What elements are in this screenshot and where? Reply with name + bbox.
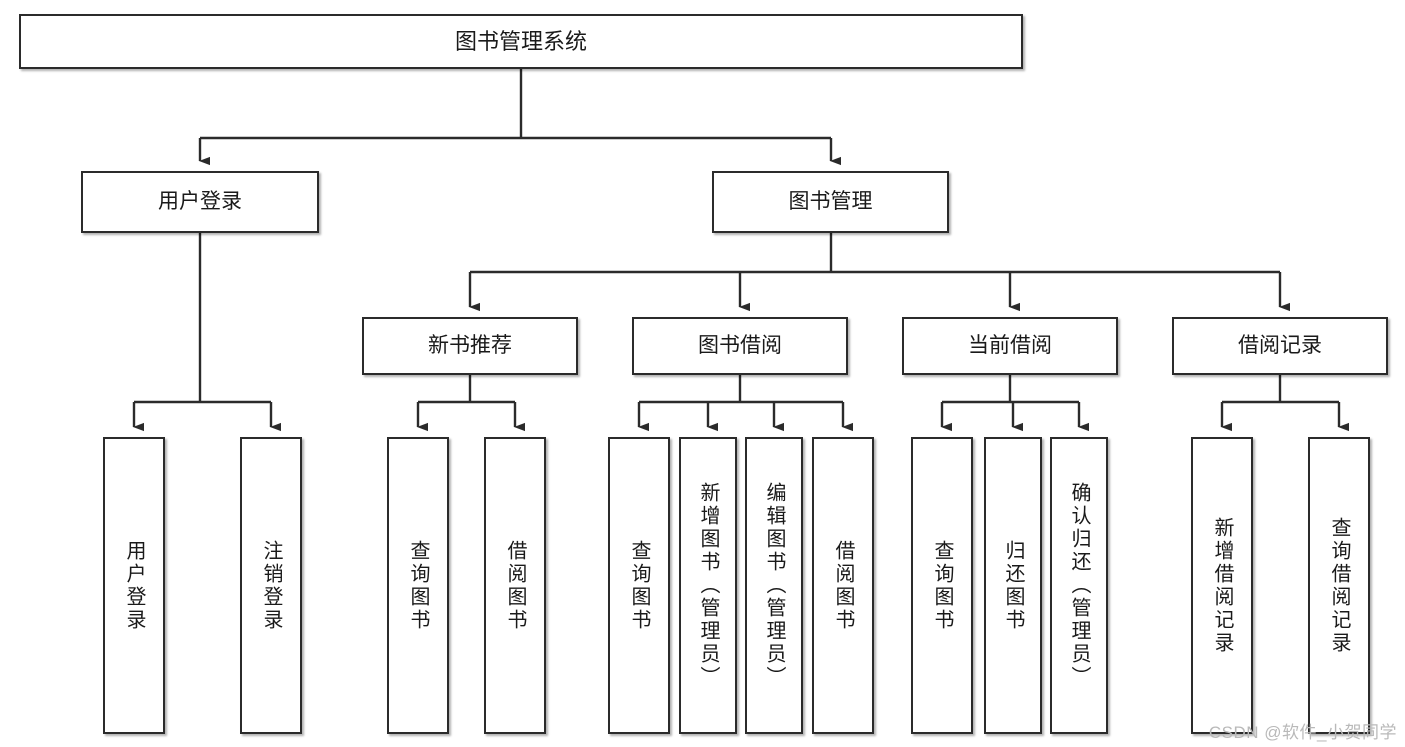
- node-leaf-query-book-3[interactable]: 查询图书: [911, 437, 973, 734]
- node-label: 借阅图书: [832, 539, 854, 632]
- node-label: 借阅图书: [504, 539, 526, 632]
- watermark: CSDN @软件_小贺同学: [1208, 723, 1397, 742]
- node-label: 用户登录: [123, 539, 145, 632]
- node-label: 查询图书: [628, 539, 650, 632]
- node-label: 用户登录: [158, 189, 242, 213]
- node-book-borrow[interactable]: 图书借阅: [632, 317, 848, 375]
- node-label: 确认归还（管理员）: [1068, 482, 1090, 689]
- node-label: 图书借阅: [698, 333, 782, 357]
- node-book-manage[interactable]: 图书管理: [712, 171, 949, 233]
- node-label: 借阅记录: [1238, 333, 1322, 357]
- node-leaf-add-record[interactable]: 新增借阅记录: [1191, 437, 1253, 734]
- node-leaf-user-login[interactable]: 用户登录: [103, 437, 165, 734]
- node-leaf-return-book[interactable]: 归还图书: [984, 437, 1042, 734]
- node-label: 查询借阅记录: [1328, 516, 1350, 655]
- node-label: 新增借阅记录: [1211, 516, 1233, 655]
- node-label: 新增图书（管理员）: [697, 482, 719, 689]
- node-label: 查询图书: [931, 539, 953, 632]
- node-current-borrow[interactable]: 当前借阅: [902, 317, 1118, 375]
- node-label: 编辑图书（管理员）: [763, 482, 785, 689]
- node-leaf-query-book-2[interactable]: 查询图书: [608, 437, 670, 734]
- node-leaf-borrow-book-2[interactable]: 借阅图书: [812, 437, 874, 734]
- node-borrow-record[interactable]: 借阅记录: [1172, 317, 1388, 375]
- node-label: 当前借阅: [968, 333, 1052, 357]
- node-label: 归还图书: [1002, 539, 1024, 632]
- node-label: 图书管理: [788, 189, 873, 213]
- node-leaf-add-book[interactable]: 新增图书（管理员）: [679, 437, 737, 734]
- node-root[interactable]: 图书管理系统: [19, 14, 1023, 69]
- node-label: 新书推荐: [428, 333, 512, 357]
- node-leaf-confirm-return[interactable]: 确认归还（管理员）: [1050, 437, 1108, 734]
- node-leaf-user-logout[interactable]: 注销登录: [240, 437, 302, 734]
- node-label: 注销登录: [260, 539, 282, 632]
- node-leaf-query-book-1[interactable]: 查询图书: [387, 437, 449, 734]
- node-new-book-recommend[interactable]: 新书推荐: [362, 317, 578, 375]
- node-label: 查询图书: [407, 539, 429, 632]
- node-label: 图书管理系统: [454, 28, 587, 54]
- node-leaf-edit-book[interactable]: 编辑图书（管理员）: [745, 437, 803, 734]
- node-leaf-query-record[interactable]: 查询借阅记录: [1308, 437, 1370, 734]
- node-leaf-borrow-book-1[interactable]: 借阅图书: [484, 437, 546, 734]
- node-user-login[interactable]: 用户登录: [81, 171, 319, 233]
